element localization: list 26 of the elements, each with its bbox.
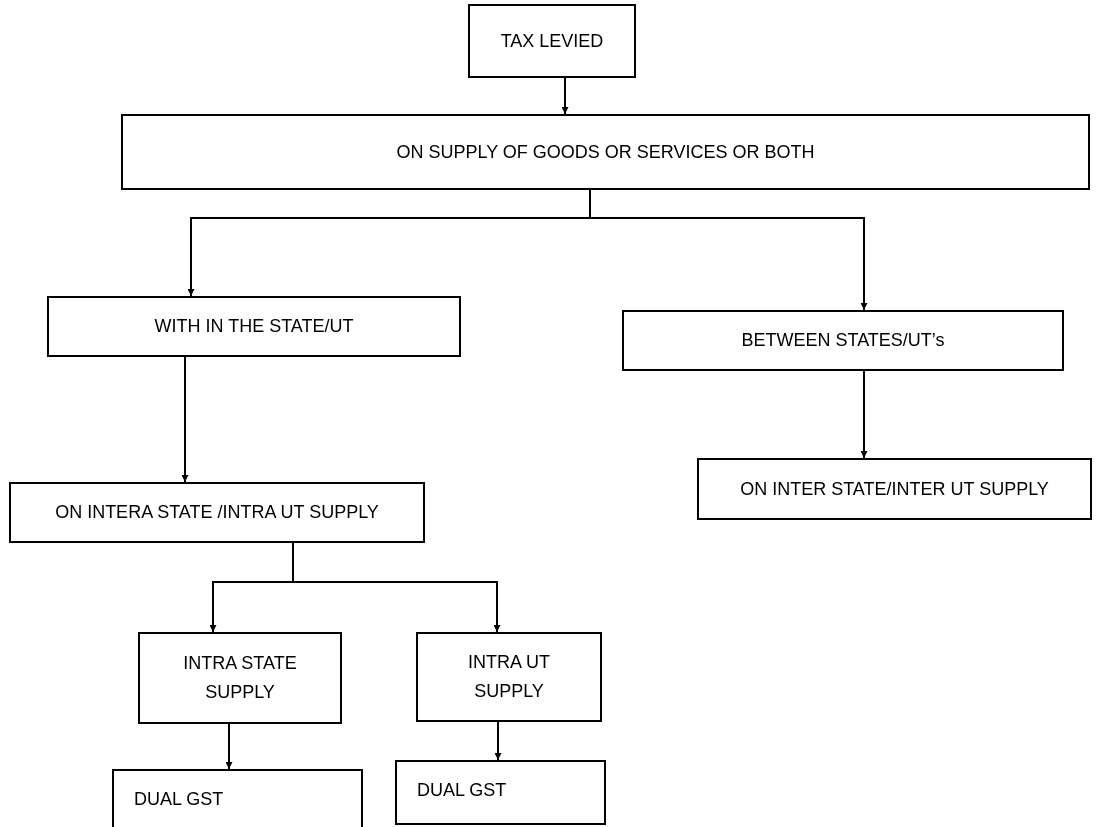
process-box [395,760,606,825]
process-box [121,114,1090,190]
process-box [112,769,363,827]
arrow [292,542,501,633]
box-label: ON INTER STATE/INTER UT SUPPLY [740,477,1049,501]
box-label: DUAL GST [134,788,224,811]
box-label: DUAL GST [417,779,507,802]
arrow [494,721,502,761]
process-box [138,632,342,724]
process-box [468,4,636,78]
process-box [416,632,602,722]
box-label: TAX LEVIED [500,29,604,53]
box-label: ON SUPPLY OF GOODS OR SERVICES OR BOTH [396,140,815,164]
box-label: BETWEEN STATES/UT’s [741,329,945,353]
box-label: INTRA UT SUPPLY [467,651,551,703]
process-box [47,296,461,357]
arrow [181,356,189,483]
box-label: WITH IN THE STATE/UT [154,315,354,339]
process-box [622,310,1064,371]
process-box [697,458,1092,520]
arrow [561,77,569,115]
arrow [225,723,233,770]
box-label: INTRA STATE SUPPLY [182,652,298,704]
arrow [860,370,868,459]
box-label: ON INTERA STATE /INTRA UT SUPPLY [55,501,379,525]
process-box [9,482,425,543]
